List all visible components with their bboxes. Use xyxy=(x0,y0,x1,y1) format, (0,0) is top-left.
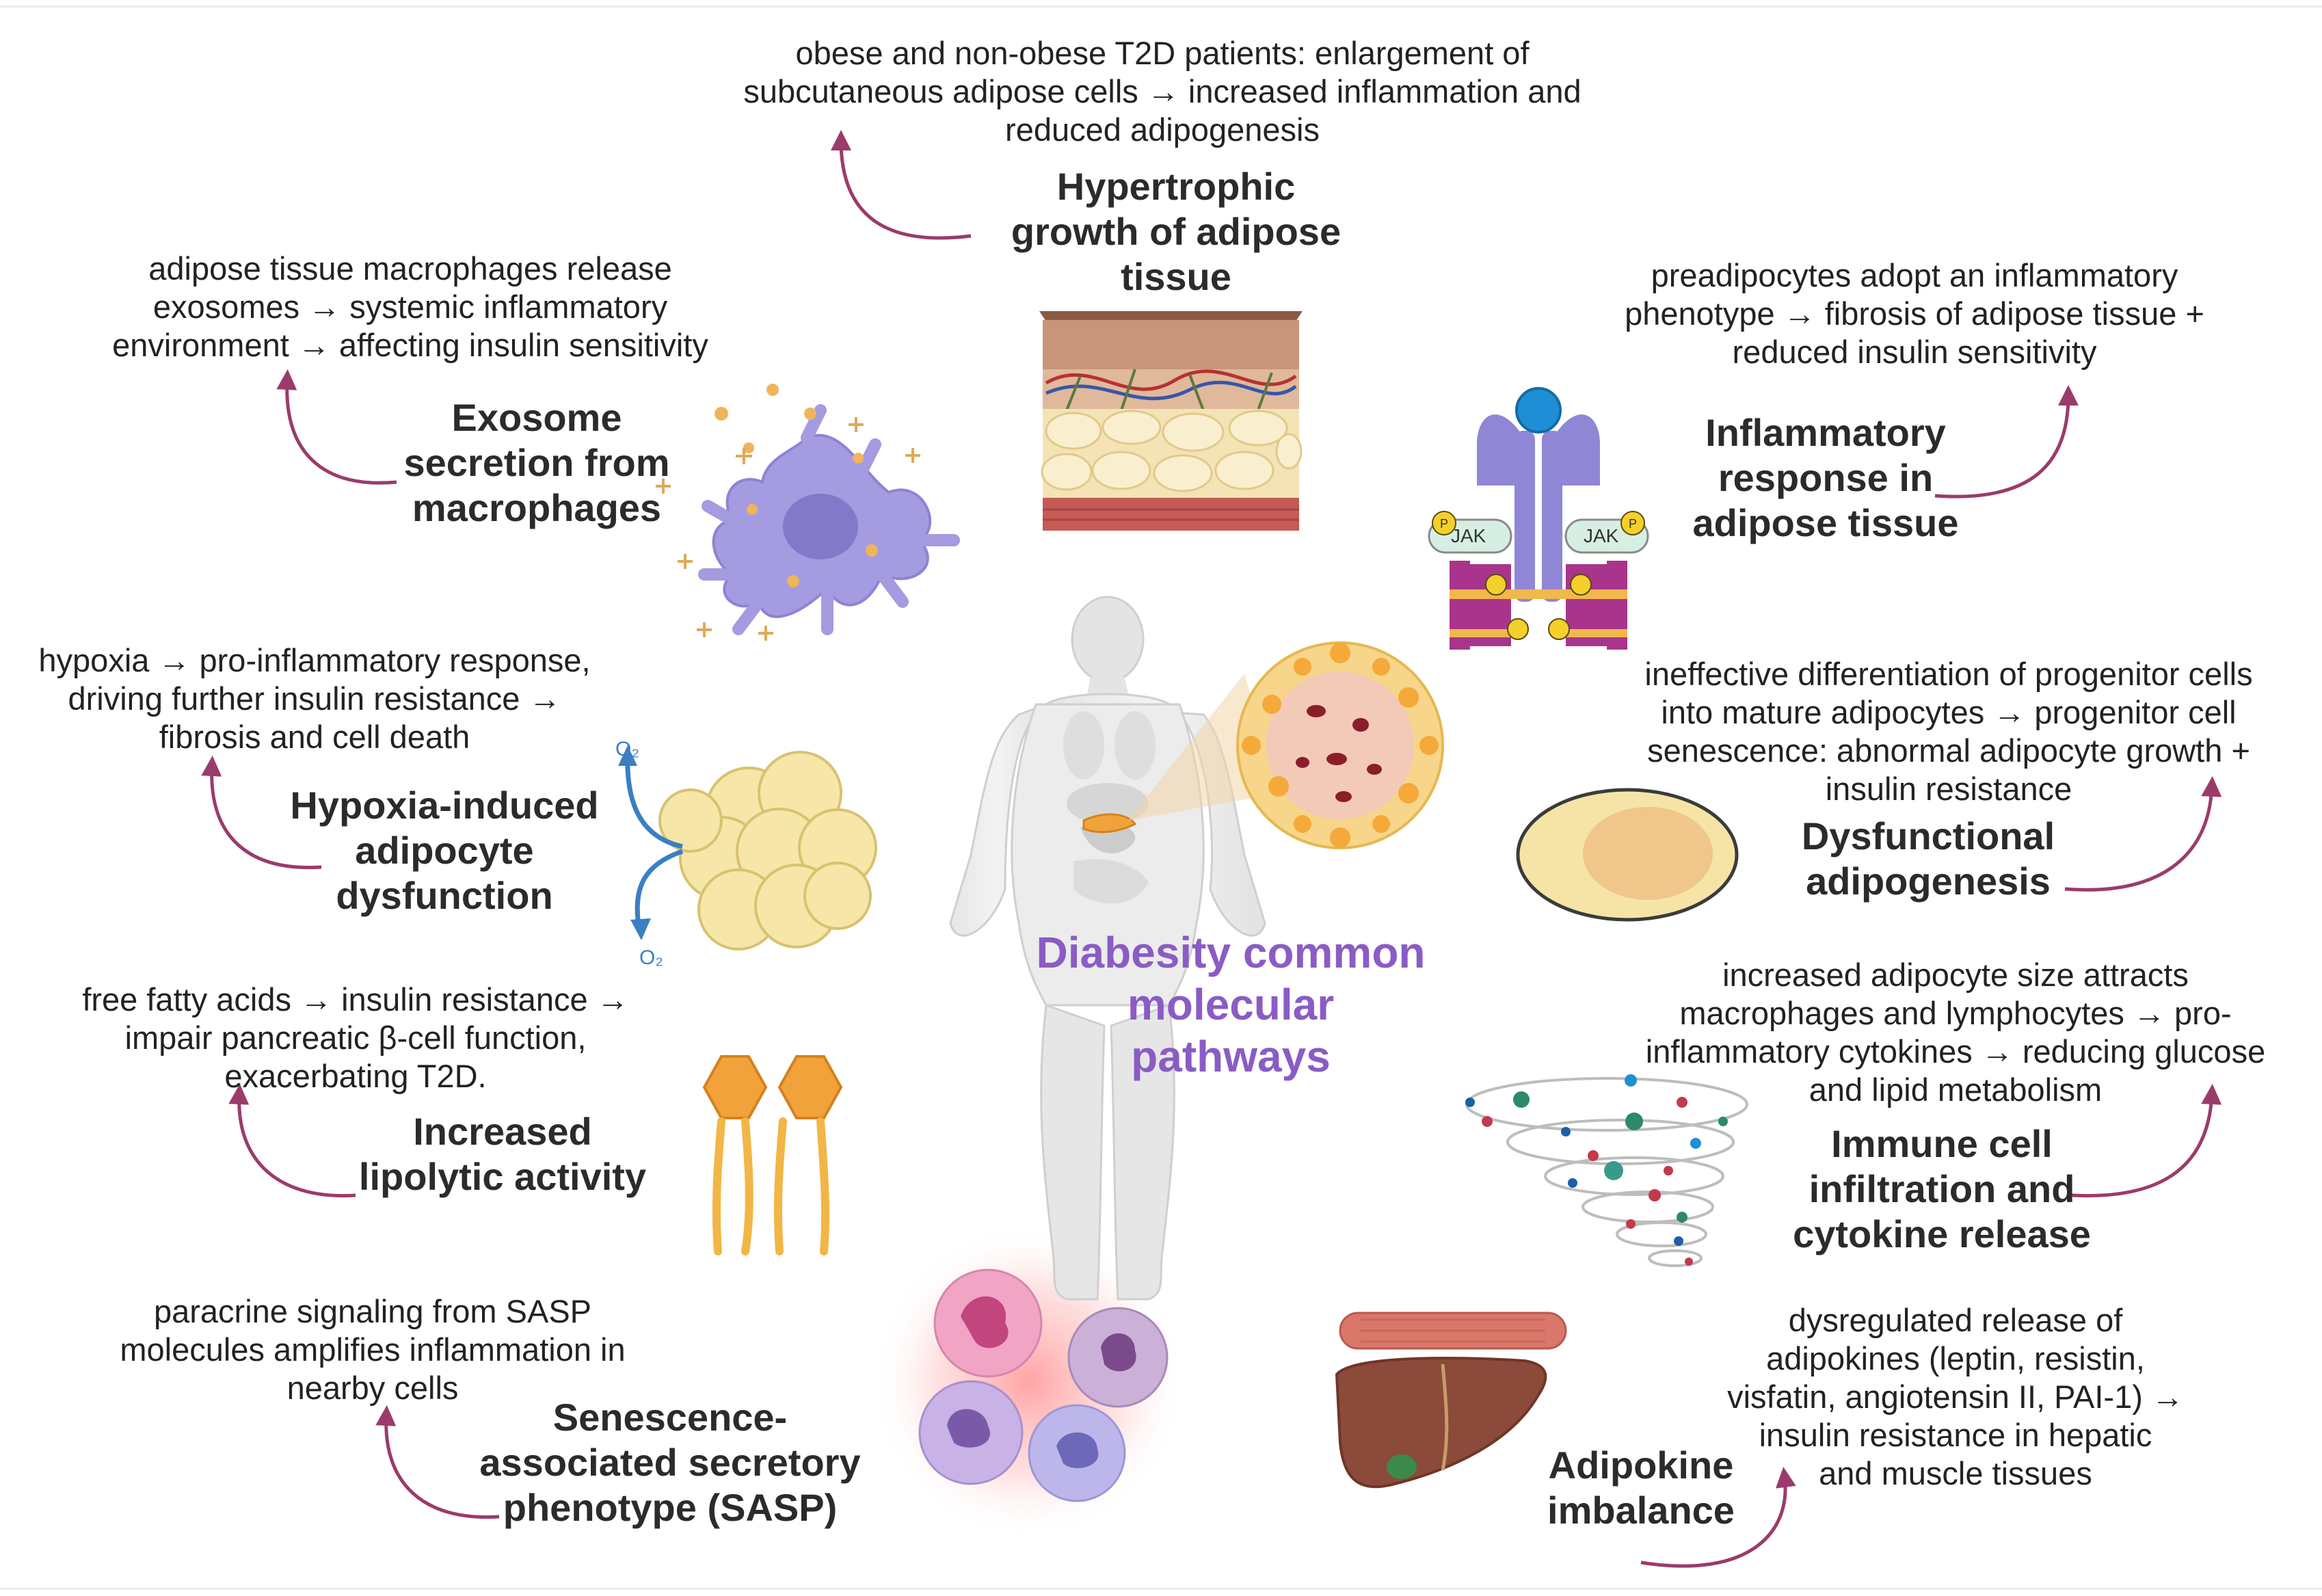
arrow-hypoxia xyxy=(201,756,322,870)
adipocyte-cluster-illustration xyxy=(618,745,877,950)
lipolytic-title: Increased lipolytic activity xyxy=(358,1110,647,1198)
muscle-liver-illustration xyxy=(1335,1312,1567,1489)
hypoxia-title: Hypoxia-induced adipocyte dysfunction xyxy=(290,784,599,917)
top-border xyxy=(0,5,2322,8)
bottom-border xyxy=(0,1588,2322,1590)
o2-top-label: O₂ xyxy=(615,738,639,760)
jak-left-label: JAK xyxy=(1451,525,1486,546)
inflammatory-title: Inflammatory response in adipose tissue xyxy=(1692,411,1959,544)
sasp-description: paracrine signaling from SASP molecules … xyxy=(120,1293,626,1406)
sasp-cells-illustration xyxy=(872,1224,1186,1539)
hypertrophic-description: obese and non-obese T2D patients: enlarg… xyxy=(743,35,1582,148)
jak-right-label: JAK xyxy=(1584,525,1619,546)
macrophage-illustration xyxy=(656,384,960,641)
sasp-title: Senescence- associated secretory phenoty… xyxy=(479,1396,861,1529)
adipose-tissue-section-illustration xyxy=(1039,311,1303,531)
arrow-immune xyxy=(2071,1084,2222,1198)
adipokine-description: dysregulated release of adipokines (lept… xyxy=(1727,1302,2184,1491)
arrow-sasp xyxy=(375,1405,500,1519)
hypertrophic-title: Hypertrophic growth of adipose tissue xyxy=(1011,165,1342,298)
center-title: Diabesity common molecular pathways xyxy=(1036,928,1426,1081)
immune-cell-tornado-illustration xyxy=(1465,1074,1748,1267)
arrow-inflammatory xyxy=(1934,385,2079,498)
jak-receptor-illustration xyxy=(1428,387,1649,650)
arrow-hypertrophic xyxy=(831,130,972,240)
lipolytic-description: free fatty acids → insulin resistance → … xyxy=(82,981,629,1094)
o2-bottom-label: O₂ xyxy=(639,946,663,969)
arrow-exosome xyxy=(276,369,397,485)
phospho-label: P xyxy=(1629,517,1637,531)
arrow-lipolytic xyxy=(228,1084,356,1198)
progenitor-cell-illustration xyxy=(1516,788,1739,922)
immune-description: increased adipocyte size attracts macrop… xyxy=(1645,957,2266,1108)
immune-title: Immune cell infiltration and cytokine re… xyxy=(1793,1122,2091,1255)
adipokine-title: Adipokine imbalance xyxy=(1547,1444,1735,1532)
arrow-adipogenesis xyxy=(2064,776,2222,892)
adipogenesis-title: Dysfunctional adipogenesis xyxy=(1801,814,2055,903)
inflammatory-description: preadipocytes adopt an inflammatory phen… xyxy=(1625,257,2204,370)
exosome-description: adipose tissue macrophages release exoso… xyxy=(112,250,708,363)
exosome-title: Exosome secretion from macrophages xyxy=(403,396,670,529)
illustration-labels: O₂ O₂ JAK JAK P P xyxy=(615,517,1637,969)
fatty-acid-illustration xyxy=(702,1055,843,1255)
hypoxia-description: hypoxia → pro-inflammatory response, dri… xyxy=(38,642,591,755)
connector-arrows xyxy=(201,130,2222,1568)
arrow-adipokine xyxy=(1640,1467,1796,1568)
phospho-label: P xyxy=(1440,517,1448,531)
human-body-illustration xyxy=(949,596,1444,1301)
adipogenesis-description: ineffective differentiation of progenito… xyxy=(1644,656,2253,807)
